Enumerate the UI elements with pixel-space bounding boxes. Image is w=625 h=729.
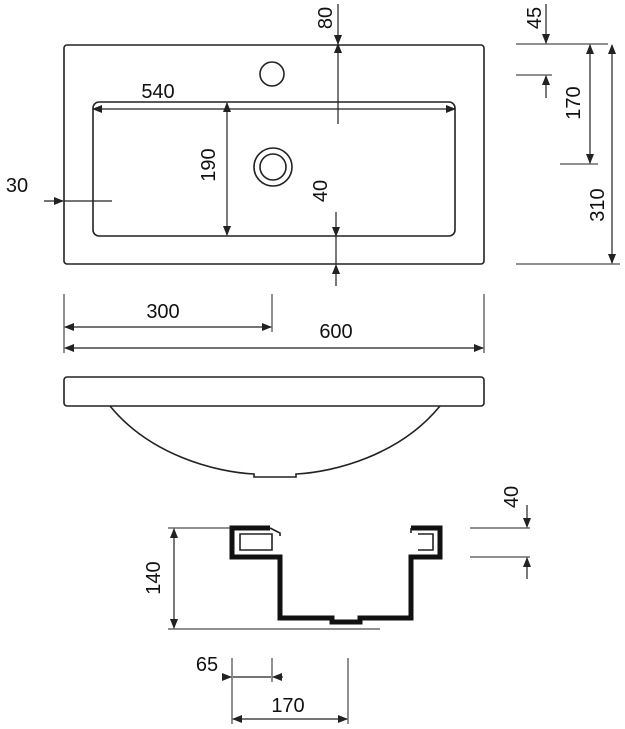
dim-40-section: 40: [501, 486, 531, 579]
dim-65-label: 65: [196, 654, 218, 676]
waste-outlet-outer-icon: [253, 147, 293, 187]
dim-140-label: 140: [143, 561, 165, 594]
bowl-outline-top: [92, 101, 456, 237]
dim-300-label: 300: [146, 301, 179, 323]
dim-170-section: 170: [232, 695, 348, 723]
tap-hole-icon: [259, 61, 285, 87]
front-view: [63, 376, 485, 478]
dim-600-label: 600: [319, 321, 352, 343]
dim-30-label: 30: [6, 175, 28, 197]
dim-310-label: 310: [587, 188, 609, 221]
dim-170-top-label: 170: [563, 86, 585, 119]
dim-140: 140: [143, 528, 178, 629]
section-view: 40 140 65 170: [143, 486, 531, 724]
dim-540-label: 540: [141, 81, 174, 103]
dim-80-label: 80: [315, 7, 337, 29]
waste-outlet-inner-icon: [259, 153, 287, 181]
basin-section: [229, 525, 443, 625]
dim-540: 540: [92, 81, 456, 113]
dim-170-top: 170: [560, 44, 598, 165]
dim-40-front: 40: [310, 180, 340, 286]
dim-40-section-label: 40: [501, 486, 523, 508]
dim-30: 30: [6, 175, 112, 205]
dim-310: 310: [516, 44, 620, 265]
dim-170-section-label: 170: [271, 695, 304, 717]
bowl-profile-front: [109, 405, 441, 478]
dim-45: 45: [516, 4, 608, 98]
dim-65: 65: [196, 654, 349, 724]
dim-190-label: 190: [198, 148, 220, 181]
dim-190: 190: [198, 102, 231, 236]
top-view: 80 540 190 40 30: [6, 4, 620, 286]
width-dimensions: 300 600: [63, 294, 485, 353]
basin-outline-top: [63, 44, 485, 265]
dim-80: 80: [315, 4, 342, 124]
dim-40-front-label: 40: [310, 180, 332, 202]
basin-outline-front: [63, 376, 485, 407]
dim-45-label: 45: [524, 7, 546, 29]
